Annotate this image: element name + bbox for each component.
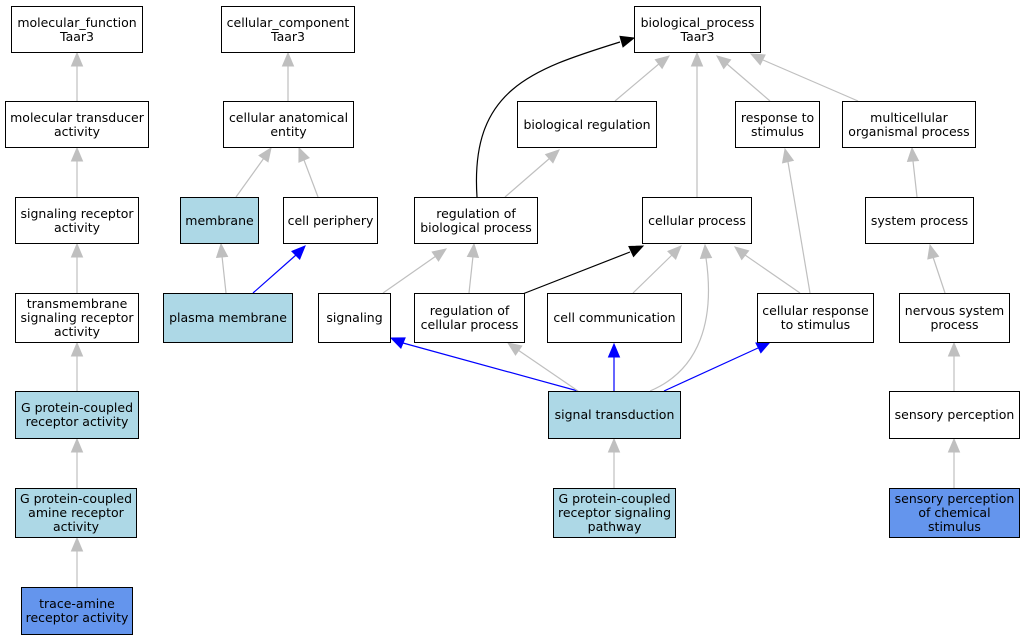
node-transmembrane-signaling-receptor-activity[interactable]: transmembrane signaling receptor activit…: [15, 293, 139, 343]
edge-reg_bio-to-bio_reg: [504, 149, 560, 198]
arrowhead: [607, 342, 621, 358]
node-biological-regulation[interactable]: biological regulation: [517, 101, 657, 148]
node-sensory-perception[interactable]: sensory perception: [889, 391, 1020, 439]
edge-cell_resp-to-resp_stim: [781, 147, 811, 294]
edge-gpcr-to-tm_sig: [70, 341, 84, 391]
arrowhead: [281, 51, 295, 67]
edge-reg_bio-to-bp_root: [475, 35, 636, 198]
arrowhead: [781, 147, 795, 164]
arrowhead: [258, 146, 272, 163]
edge-sig_trans-to-reg_cell: [506, 342, 579, 392]
node-plasma-membrane[interactable]: plasma membrane: [163, 293, 293, 343]
node-molecular-transducer-activity[interactable]: molecular transducer activity: [5, 101, 149, 148]
arrowhead: [667, 245, 682, 260]
edge-cell_peri-to-cell_anat: [298, 146, 319, 198]
node-multicellular-organismal-process[interactable]: multicellular organismal process: [842, 101, 976, 148]
node-cellular-component-root[interactable]: cellular_component Taar3: [221, 6, 355, 53]
arrowhead: [755, 341, 772, 354]
arrowhead: [906, 146, 920, 162]
arrowhead: [619, 35, 636, 48]
edge-sig_trans-to-cell_proc: [649, 243, 713, 392]
node-signal-transduction[interactable]: signal transduction: [548, 391, 681, 439]
node-regulation-of-biological-process[interactable]: regulation of biological process: [414, 197, 538, 244]
arrowhead: [70, 242, 84, 258]
node-signaling-receptor-activity[interactable]: signaling receptor activity: [15, 197, 139, 244]
arrowhead: [699, 243, 713, 259]
edge-gpcr_amine-to-gpcr: [70, 437, 84, 488]
arrowhead: [749, 53, 766, 66]
edge-sys_proc-to-multicell: [906, 146, 920, 198]
node-nervous-system-process[interactable]: nervous system process: [899, 293, 1010, 343]
node-g-protein-coupled-amine-receptor-activity[interactable]: G protein-coupled amine receptor activit…: [15, 488, 137, 538]
arrowhead: [466, 242, 480, 258]
node-regulation-of-cellular-process[interactable]: regulation of cellular process: [414, 293, 525, 343]
node-sensory-perception-of-chemical-stimulus[interactable]: sensory perception of chemical stimulus: [889, 488, 1020, 538]
arrowhead: [947, 437, 961, 453]
edge-nerv_sys-to-sys_proc: [927, 243, 946, 294]
edge-mol_trans-to-mf_root: [70, 51, 84, 101]
edge-multicell-to-bp_root: [749, 53, 859, 102]
node-g-protein-coupled-receptor-signaling-pathway[interactable]: G protein-coupled receptor signaling pat…: [553, 488, 676, 538]
node-cell-periphery[interactable]: cell periphery: [283, 197, 378, 244]
arrowhead: [733, 246, 750, 261]
arrowhead: [389, 337, 406, 349]
edge-cell_resp-to-cell_proc: [733, 246, 801, 294]
edge-reg_cell-to-reg_bio: [466, 242, 480, 294]
arrowhead: [628, 245, 645, 258]
edge-cell_proc-to-bp_root: [690, 51, 704, 197]
edge-resp_stim-to-bp_root: [715, 55, 771, 102]
node-cellular-process[interactable]: cellular process: [642, 197, 752, 244]
edge-tm_sig-to-sig_rec: [70, 242, 84, 293]
edge-sig_trans-to-cell_resp: [663, 341, 772, 392]
edge-sens_chem-to-sens_perc: [947, 437, 961, 488]
edge-cell_anat-to-cc_root: [281, 51, 295, 101]
arrowhead: [70, 536, 84, 552]
edge-sig_trans-to-cell_comm: [607, 342, 621, 391]
edge-sig_rec-to-mol_trans: [70, 146, 84, 197]
node-cell-communication[interactable]: cell communication: [547, 293, 682, 343]
edge-sens_perc-to-nerv_sys: [947, 341, 961, 391]
edge-sig_trans-to-signaling: [389, 337, 579, 392]
node-trace-amine-receptor-activity[interactable]: trace-amine receptor activity: [21, 587, 133, 635]
edge-signaling-to-reg_bio: [382, 248, 448, 294]
arrowhead: [298, 146, 310, 163]
arrowhead: [947, 341, 961, 357]
node-response-to-stimulus[interactable]: response to stimulus: [735, 101, 820, 148]
arrowhead: [544, 149, 560, 164]
arrowhead: [70, 437, 84, 453]
node-signaling[interactable]: signaling: [318, 293, 391, 343]
arrowhead: [215, 242, 229, 258]
arrowhead: [431, 248, 448, 262]
arrowhead: [927, 243, 940, 260]
node-molecular-function-root[interactable]: molecular_function Taar3: [11, 6, 143, 53]
arrowhead: [690, 51, 704, 67]
node-biological-process-root[interactable]: biological_process Taar3: [634, 6, 761, 53]
node-cellular-response-to-stimulus[interactable]: cellular response to stimulus: [757, 293, 874, 343]
edge-membrane-to-cell_anat: [235, 146, 272, 198]
edge-trace_am-to-gpcr_amine: [70, 536, 84, 587]
edge-cell_comm-to-cell_proc: [632, 245, 682, 294]
arrowhead: [70, 146, 84, 162]
node-membrane[interactable]: membrane: [180, 197, 259, 244]
edge-plasma-to-membrane: [215, 242, 229, 294]
edge-plasma-to-cell_peri: [252, 245, 306, 294]
node-g-protein-coupled-receptor-activity[interactable]: G protein-coupled receptor activity: [15, 391, 139, 439]
arrowhead: [715, 55, 732, 70]
arrowhead: [70, 51, 84, 67]
node-cellular-anatomical-entity[interactable]: cellular anatomical entity: [223, 101, 354, 148]
arrowhead: [291, 245, 306, 260]
node-system-process[interactable]: system process: [865, 197, 974, 244]
arrowhead: [506, 342, 523, 356]
arrowhead: [607, 437, 621, 453]
edge-gpcr_path-to-sig_trans: [607, 437, 621, 488]
edge-reg_cell-to-cell_proc: [519, 245, 645, 296]
arrowhead: [70, 341, 84, 357]
edge-bio_reg-to-bp_root: [614, 55, 671, 102]
arrowhead: [654, 55, 671, 70]
